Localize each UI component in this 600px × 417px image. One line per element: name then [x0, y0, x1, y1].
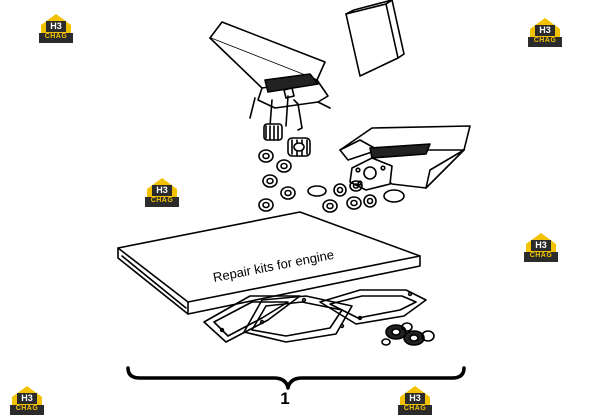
closed-box: [345, 0, 405, 77]
watermark-logo: H3 CHAG: [39, 13, 73, 43]
house-logo-icon: [39, 14, 73, 43]
watermark-logo: H3 CHAG: [10, 385, 44, 415]
open-carton-right: [339, 125, 471, 189]
item-number: 1: [280, 389, 290, 408]
watermark-logo: H3 CHAG: [528, 17, 562, 47]
shaft-seals: [381, 322, 435, 346]
flange-gasket: [349, 157, 393, 191]
logo-brand: CHAG: [533, 37, 557, 44]
watermark-logo: H3 CHAG: [524, 232, 558, 262]
o-rings: [258, 149, 405, 213]
logo-brand: CHAG: [15, 405, 39, 412]
grouping-brace: [126, 366, 466, 390]
logo-mark: H3: [535, 240, 547, 250]
house-logo-icon: [145, 178, 179, 207]
kit-box: [117, 211, 421, 315]
flat-gaskets: [203, 289, 427, 343]
logo-mark: H3: [156, 185, 168, 195]
bolts-and-gear: [263, 87, 311, 157]
open-carton-left: [209, 21, 331, 119]
logo-mark: H3: [50, 21, 62, 31]
logo-mark: H3: [539, 25, 551, 35]
logo-brand: CHAG: [44, 33, 68, 40]
logo-mark: H3: [409, 393, 421, 403]
logo-brand: CHAG: [529, 252, 553, 259]
house-logo-icon: [10, 386, 44, 415]
watermark-logo: H3 CHAG: [145, 177, 179, 207]
house-logo-icon: [528, 18, 562, 47]
house-logo-icon: [398, 386, 432, 415]
house-logo-icon: [524, 233, 558, 262]
watermark-logo: H3 CHAG: [398, 385, 432, 415]
logo-mark: H3: [21, 393, 33, 403]
logo-brand: CHAG: [403, 405, 427, 412]
logo-brand: CHAG: [150, 197, 174, 204]
